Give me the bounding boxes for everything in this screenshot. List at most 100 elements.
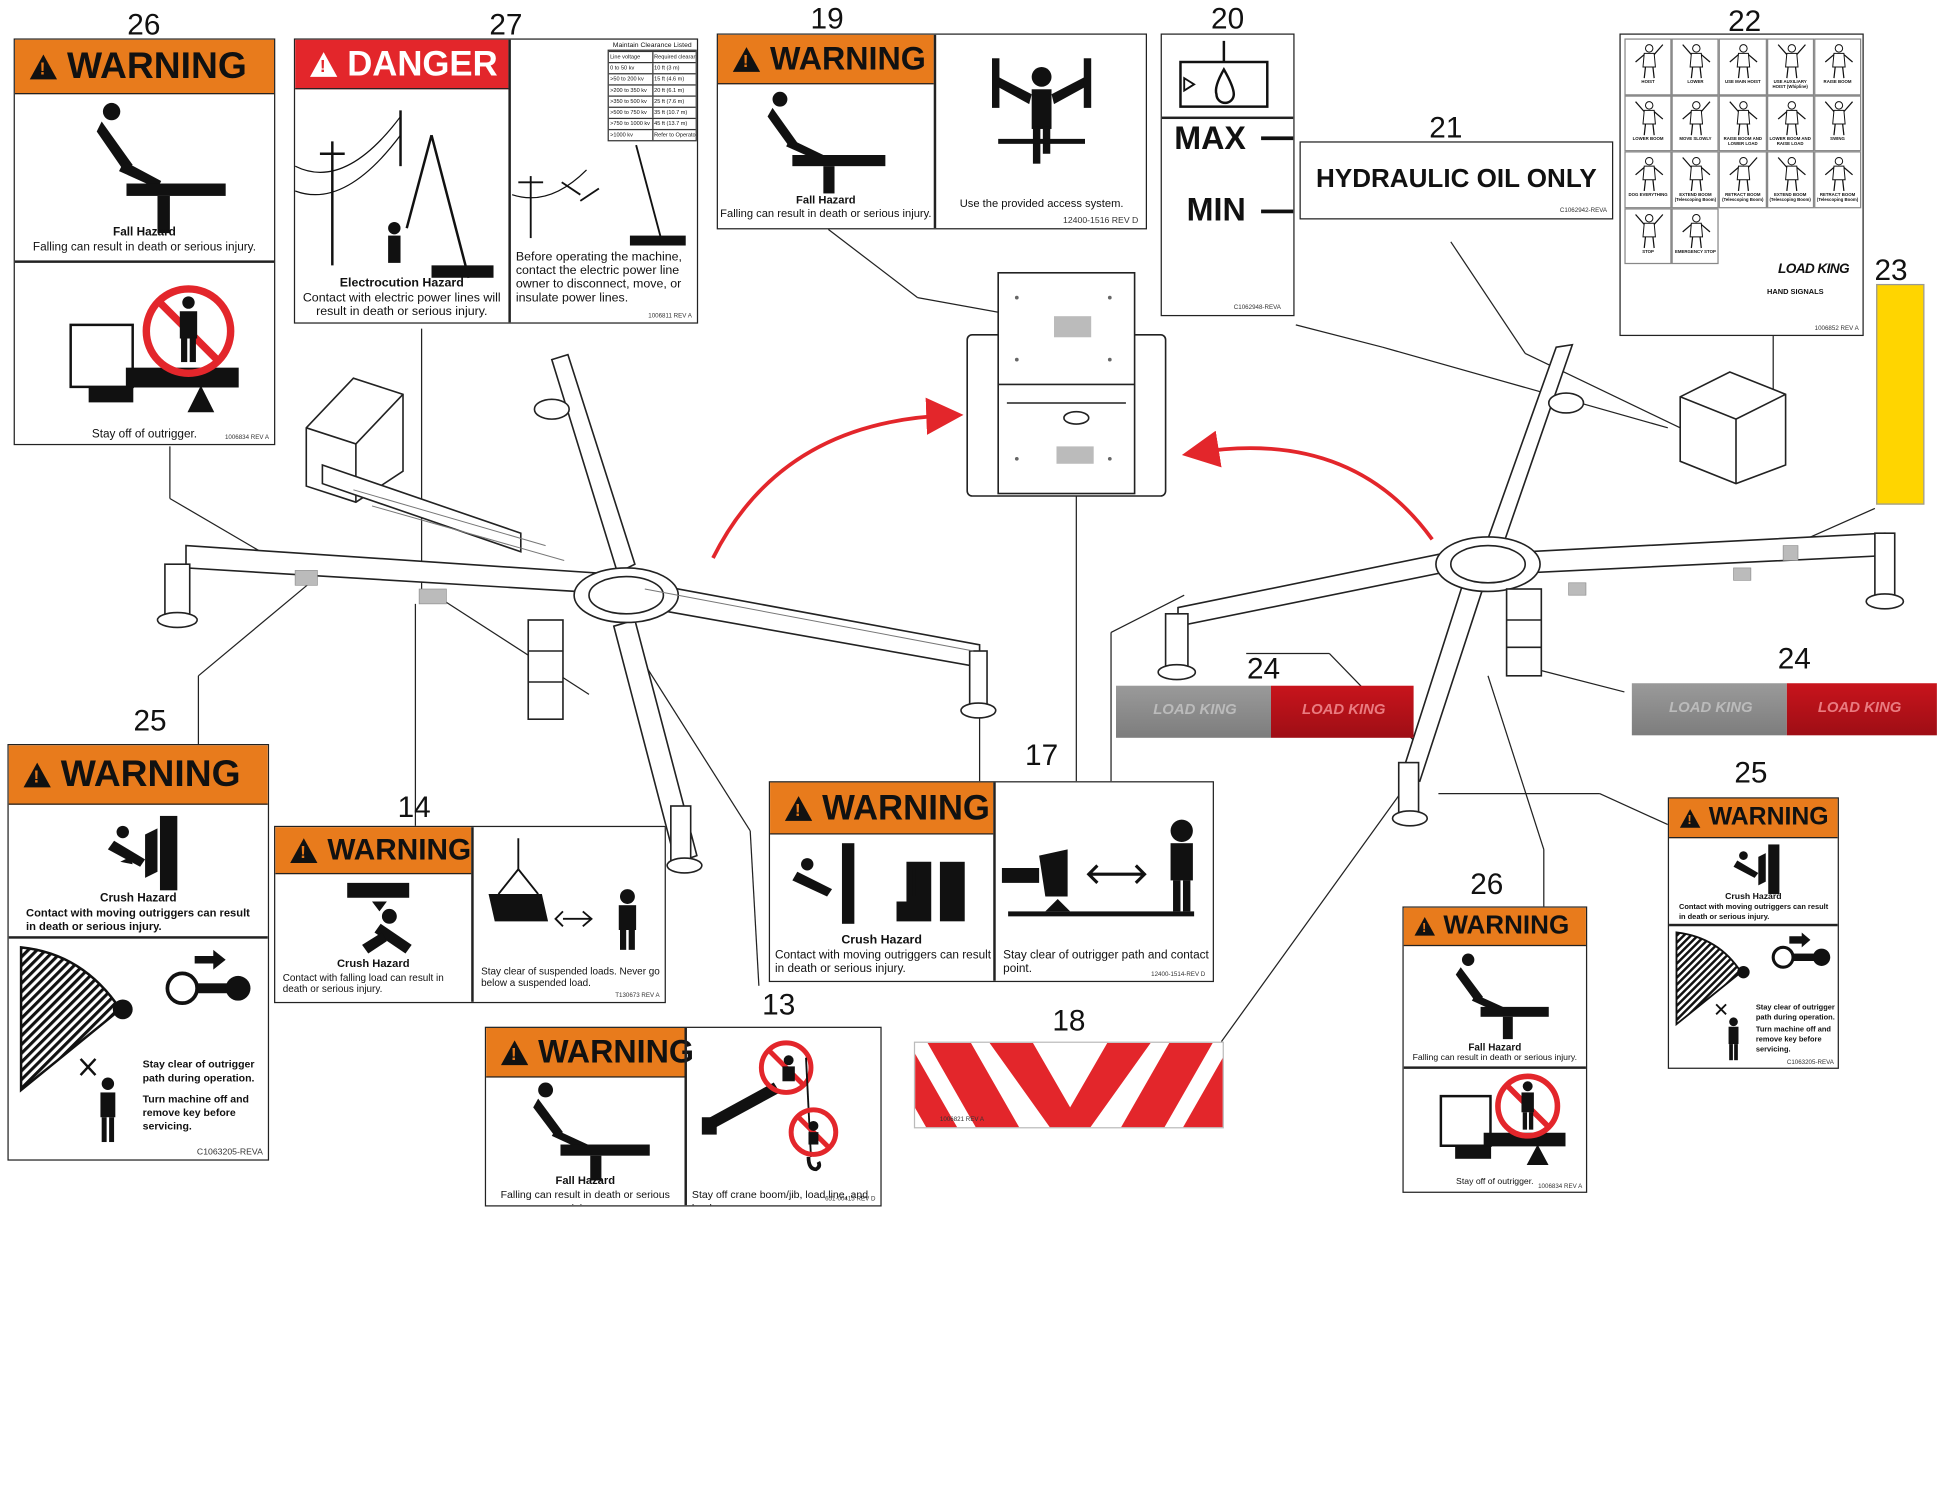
hand-signal-cell: LOWER <box>1671 38 1720 95</box>
clearance-table-cell: 10 ft (3 m) <box>654 64 680 71</box>
hand-signal-cell: MOVE SLOWLY <box>1671 94 1720 152</box>
hand-signal-cell: SWING <box>1813 94 1862 152</box>
decal-code: 12400-1516 REV D <box>1063 217 1139 226</box>
crush-hazard-text: Contact with moving outriggers can resul… <box>26 906 250 933</box>
power-line-crane-icon <box>295 110 494 279</box>
hand-signal-label: USE MAIN HOIST <box>1724 79 1761 85</box>
load-king-logo: LOAD KING <box>1778 261 1850 277</box>
signal-person-icon <box>1682 213 1711 248</box>
signal-person-icon <box>1777 100 1806 135</box>
warning-header: WARNING <box>717 34 934 85</box>
decal-code: 1006834 REV A <box>1538 1182 1583 1191</box>
fall-hazard-text: Falling can result in death or serious i… <box>1412 1054 1577 1063</box>
callout-14: 14 <box>397 791 431 825</box>
hand-signal-cell: EMERGENCY STOP <box>1671 207 1720 265</box>
crush-hazard-text: Contact with moving outriggers can resul… <box>1678 903 1829 922</box>
decal-code: C1062948-REVA <box>1233 303 1281 312</box>
fall-hazard-icon <box>533 1082 650 1181</box>
hand-signal-cell: EXTEND BOOM (Telescoping Boom) <box>1671 151 1720 208</box>
load-king-logo: LOAD KING <box>1153 700 1237 718</box>
warning-header: WARNING <box>275 827 472 875</box>
signal-person-icon <box>1635 100 1664 135</box>
clearance-table-cell: 0 to 50 kv <box>609 63 653 74</box>
fall-hazard-title: Fall Hazard <box>555 1174 616 1187</box>
decal-18-chevron-strip: 1006821 REV A <box>913 1041 1224 1129</box>
callout-25-left: 25 <box>133 704 167 738</box>
signal-person-icon <box>1729 156 1759 192</box>
fall-hazard-icon <box>767 91 886 194</box>
signal-person-icon <box>1682 156 1711 192</box>
hand-signal-cell: RAISE BOOM <box>1813 38 1862 95</box>
hand-signal-label: STOP <box>1642 248 1654 254</box>
callout-17: 17 <box>1025 739 1059 773</box>
clearance-table-cell: Required clearance <box>654 53 696 60</box>
hand-signal-label: SWING <box>1830 135 1845 141</box>
stay-off-outrigger-icon <box>69 285 239 413</box>
signal-person-icon <box>1635 213 1664 248</box>
clearance-table-cell: >50 to 200 kv <box>609 74 653 85</box>
callout-20: 20 <box>1211 2 1245 36</box>
fall-hazard-text: Falling can result in death or serious i… <box>500 1187 670 1205</box>
callout-13: 13 <box>762 988 796 1022</box>
callout-25-right: 25 <box>1734 756 1768 790</box>
callout-18: 18 <box>1052 1004 1086 1038</box>
hand-signal-cell: RETRACT BOOM (Telescoping Boom) <box>1719 151 1767 208</box>
load-king-logo: LOAD KING <box>1817 698 1902 716</box>
alert-triangle-icon <box>500 1039 529 1065</box>
signal-person-icon <box>1777 44 1806 79</box>
red-arrows <box>711 397 1434 559</box>
alert-triangle-icon <box>1414 916 1435 936</box>
hand-signal-label: HOIST <box>1641 79 1655 85</box>
crush-hazard-title: Crush Hazard <box>99 891 177 906</box>
decal-code: 1006821 REV A <box>939 1116 985 1124</box>
power-line-instruction: Before operating the machine, contact th… <box>515 250 682 306</box>
crush-hazard-title: Crush Hazard <box>1725 892 1782 902</box>
stay-off-outrigger-icon <box>1439 1073 1566 1165</box>
signal-person-icon <box>1777 156 1806 192</box>
decal-26-fall-hazard-right: WARNING Fall Hazard Falling can result i… <box>1402 906 1588 1193</box>
decal-13-stay-off-boom: WARNING Fall Hazard Falling can result i… <box>484 1026 882 1207</box>
callout-26-left: 26 <box>127 8 161 43</box>
alert-triangle-icon <box>1679 808 1701 828</box>
load-king-logo: LOAD KING <box>1302 700 1386 718</box>
decal-code: C1063205-REVA <box>1786 1058 1834 1067</box>
hand-signal-cell: RAISE BOOM AND LOWER LOAD <box>1719 94 1767 152</box>
decal-code: 1006834 REV A <box>224 434 270 442</box>
hand-signal-cell: EXTEND BOOM (Telescoping Boom) <box>1766 151 1814 208</box>
decal-code: 12400-1514-REV D <box>1151 970 1206 979</box>
decal-21-hydraulic-oil: HYDRAULIC OIL ONLY C1062942-REVA <box>1299 141 1614 220</box>
fall-hazard-text: Falling can result in death or serious i… <box>32 240 256 255</box>
hand-signal-label: RAISE BOOM AND LOWER LOAD <box>1723 135 1763 146</box>
decal-location-27-left <box>418 588 447 605</box>
hand-signal-cell: USE MAIN HOIST <box>1719 38 1767 95</box>
hand-signal-label: MOVE SLOWLY <box>1679 135 1712 141</box>
callout-24-left: 24 <box>1247 652 1281 686</box>
fall-hazard-title: Fall Hazard <box>1468 1041 1522 1053</box>
hand-signal-label: LOWER <box>1687 79 1704 85</box>
outrigger-path-text: Stay clear of outrigger path and contact… <box>1003 948 1209 976</box>
hand-signal-cell: RETRACT BOOM (Telescoping Boom) <box>1813 151 1862 208</box>
decal-27-electrocution-hazard: DANGER Electrocution Hazard Contact with… <box>293 38 699 324</box>
clearance-table-cell: 45 ft (13.7 m) <box>654 120 688 127</box>
decal-location-26-left <box>294 570 318 586</box>
alert-triangle-icon <box>23 761 51 787</box>
outrigger-clearance-icon <box>1001 819 1195 917</box>
falling-load-icon <box>347 882 412 954</box>
climbing-person-icon <box>992 58 1092 164</box>
arrow-right-to-platform <box>1181 430 1434 541</box>
chevron-pattern <box>915 1042 1223 1128</box>
warning-header: WARNING <box>1669 798 1838 839</box>
decal-location-25-right <box>1782 545 1799 561</box>
decal-location-19 <box>1054 316 1092 338</box>
fall-hazard-icon <box>1455 953 1549 1040</box>
callout-27: 27 <box>489 8 523 43</box>
fall-hazard-icon <box>96 102 226 234</box>
clearance-table-cell: >750 to 1000 kv <box>609 119 653 129</box>
decal-code: C1062942-REVA <box>1559 207 1608 215</box>
signal-person-icon <box>1635 156 1664 192</box>
clearance-table-cell: Line voltage <box>609 52 653 62</box>
